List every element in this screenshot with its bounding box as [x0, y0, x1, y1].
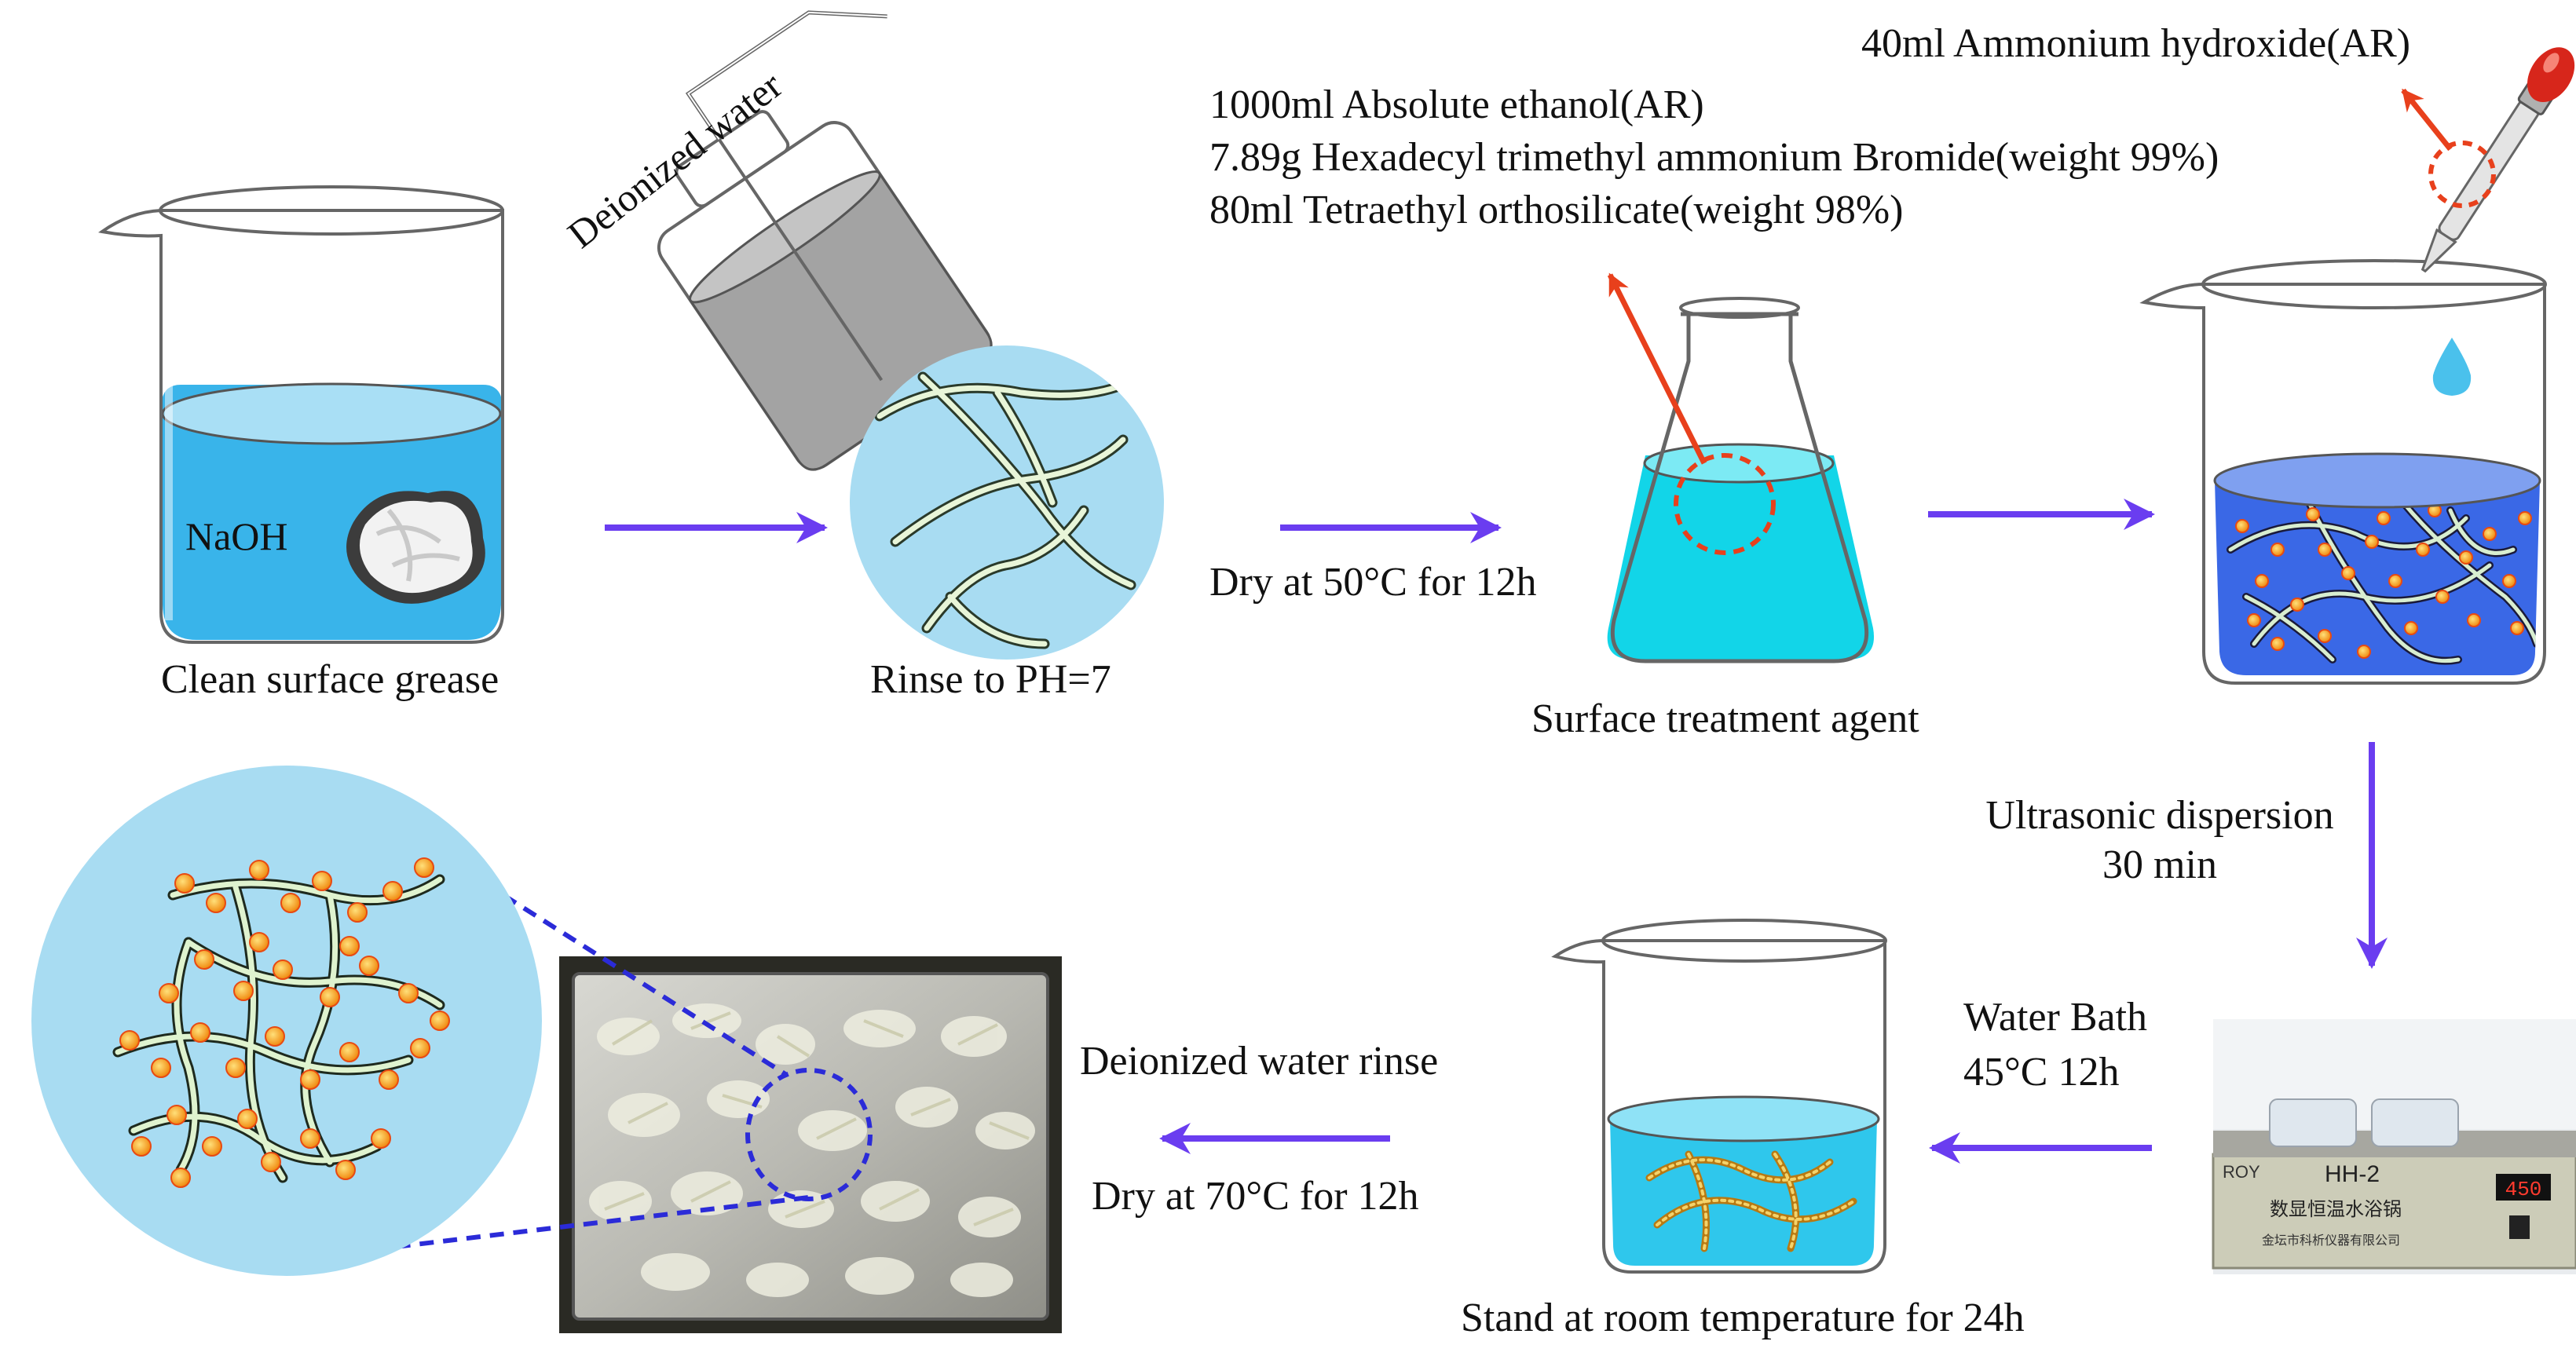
final-product-zoom	[31, 766, 542, 1276]
water-bath-label: Water Bath	[1963, 995, 2147, 1040]
step2-caption: Rinse to PH=7	[870, 657, 1111, 702]
tray-photo	[559, 956, 1062, 1333]
rinsed-fibers-circle	[850, 345, 1164, 660]
stand-beaker	[1551, 919, 1887, 1274]
step1-caption: Clean surface grease	[161, 657, 499, 702]
droplet-icon	[2432, 338, 2472, 396]
water-bath-brand: ROY	[2223, 1162, 2260, 1182]
naoh-beaker	[97, 185, 504, 644]
reagent-teos: 80ml Tetraethyl orthosilicate(weight 98%…	[1209, 188, 1904, 232]
water-bath-model: HH-2	[2325, 1161, 2380, 1187]
final-rinse-label: Deionized water rinse	[1080, 1039, 1438, 1084]
ultrasonic-label: Ultrasonic dispersion	[1985, 793, 2333, 838]
ammonia-label: 40ml Ammonium hydroxide(AR)	[1861, 21, 2410, 66]
mixing-beaker	[2139, 259, 2547, 685]
water-bath-maker: 金坛市科析仪器有限公司	[2262, 1233, 2400, 1248]
fiber-sample-image	[346, 491, 485, 604]
reagent-ethanol: 1000ml Absolute ethanol(AR)	[1209, 82, 1704, 127]
water-bath-display: 450	[2505, 1178, 2542, 1201]
flask-highlight-circle	[1674, 453, 1776, 555]
water-bath-conditions: 45°C 12h	[1963, 1050, 2119, 1095]
water-bath-name: 数显恒温水浴锅	[2270, 1198, 2402, 1220]
reagent-ctab: 7.89g Hexadecyl trimethyl ammonium Bromi…	[1209, 135, 2219, 180]
naoh-label: NaOH	[185, 514, 288, 558]
final-dry-label: Dry at 70°C for 12h	[1092, 1174, 1419, 1219]
ultrasonic-time-label: 30 min	[2102, 842, 2217, 887]
tray-zoom-circle	[745, 1068, 873, 1201]
stand-caption: Stand at room temperature for 24h	[1461, 1296, 2025, 1340]
pointer-to-reagents	[1607, 272, 1707, 465]
dropper-highlight-circle	[2428, 141, 2496, 208]
zoom-line-bottom	[349, 1195, 810, 1255]
step3-caption: Surface treatment agent	[1531, 696, 1919, 741]
dry-50-label: Dry at 50°C for 12h	[1209, 560, 1537, 605]
erlenmeyer-flask	[1607, 297, 1875, 663]
pointer-to-ammonia	[2401, 88, 2453, 152]
water-bath-photo: 450 ROY HH-2 数显恒温水浴锅 金坛市科析仪器有限公司	[2212, 1019, 2576, 1274]
dropper-icon	[2420, 47, 2575, 273]
